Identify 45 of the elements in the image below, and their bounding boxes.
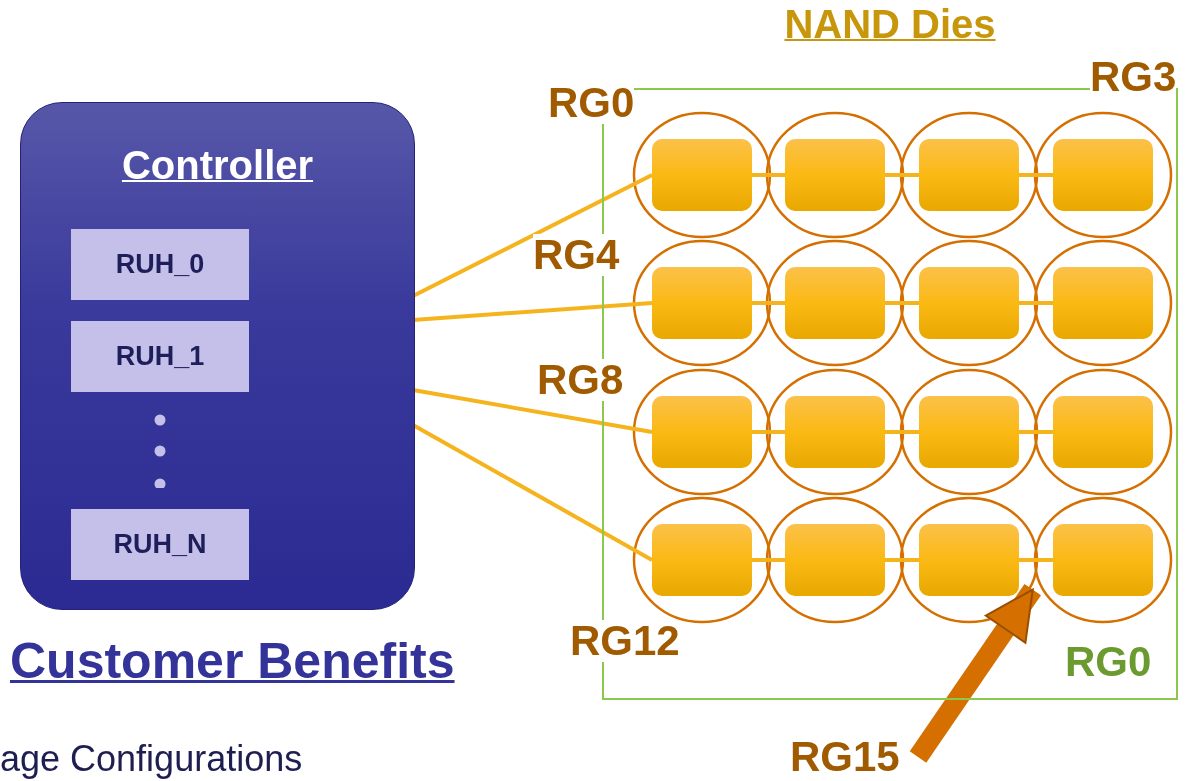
die-block xyxy=(785,267,885,339)
connector-line xyxy=(750,173,785,177)
connector-line xyxy=(1017,173,1053,177)
die-block xyxy=(652,396,752,468)
handle-box: RUH_N xyxy=(71,509,249,580)
connector-line xyxy=(412,301,653,322)
group-label: RG4 xyxy=(533,234,620,276)
connector-line xyxy=(1017,558,1053,562)
body-text: age Configurations xyxy=(0,741,303,777)
die-block xyxy=(785,396,885,468)
connector-line xyxy=(883,430,919,434)
connector-line xyxy=(412,173,653,298)
section-heading: Customer Benefits xyxy=(10,636,455,686)
group-label: RG8 xyxy=(537,359,624,401)
block-arrow xyxy=(909,583,1041,763)
connector-line xyxy=(1017,301,1053,305)
connector-line xyxy=(750,430,785,434)
connector-line xyxy=(750,301,785,305)
die-block xyxy=(1053,139,1153,211)
die-block xyxy=(652,139,752,211)
die-block xyxy=(652,267,752,339)
frame-title: NAND Dies xyxy=(783,2,997,47)
box-title: Controller xyxy=(120,143,315,188)
die-block xyxy=(919,396,1019,468)
die-block xyxy=(1053,396,1153,468)
connector-line xyxy=(883,173,919,177)
die-block xyxy=(1053,267,1153,339)
connector-line xyxy=(412,423,653,562)
die-block xyxy=(919,267,1019,339)
die-block xyxy=(1053,524,1153,596)
die-block xyxy=(919,524,1019,596)
group-label: RG15 xyxy=(790,736,900,778)
handle-box: RUH_1 xyxy=(71,321,249,392)
die-block xyxy=(652,524,752,596)
connector-line xyxy=(1017,430,1053,434)
connector-line xyxy=(883,558,919,562)
die-block xyxy=(785,524,885,596)
handle-box: RUH_0 xyxy=(71,229,249,300)
connector-line xyxy=(883,301,919,305)
group-label: RG12 xyxy=(570,620,680,662)
die-block xyxy=(919,139,1019,211)
connector-line xyxy=(412,388,653,434)
controller-box xyxy=(20,102,415,610)
connector-line xyxy=(750,558,785,562)
die-block xyxy=(785,139,885,211)
